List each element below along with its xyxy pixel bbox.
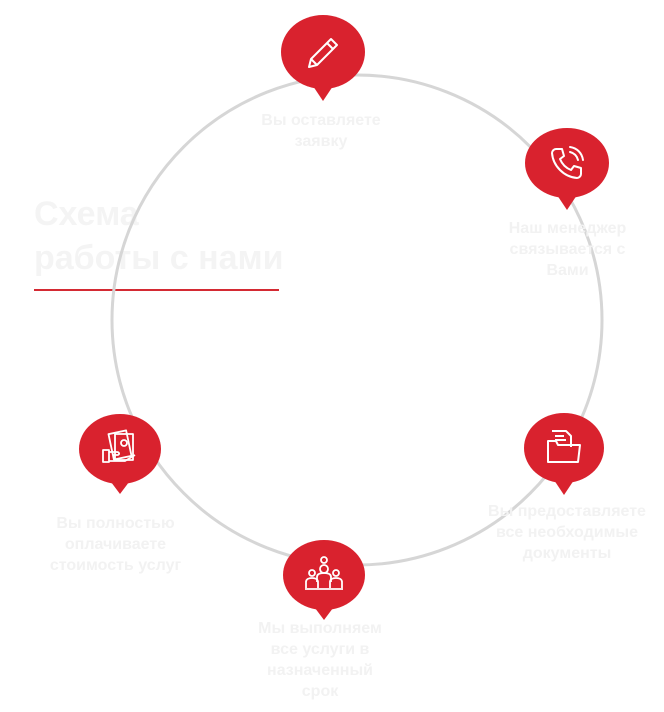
documents-folder-icon <box>547 430 581 463</box>
phone-icon <box>551 146 584 179</box>
pencil-icon <box>308 38 338 68</box>
step-1-caption-line-1: Вы оставляете <box>261 112 381 129</box>
step-3-caption-line-1: Вы предоставляете <box>488 503 646 520</box>
step-3-pin <box>524 413 604 495</box>
step-3-marker <box>524 413 608 501</box>
step-3-caption-line-3: документы <box>522 545 612 562</box>
step-1-pin <box>281 15 365 101</box>
step-5-caption-line-1: Вы полностью <box>56 515 175 532</box>
step-5-caption-line-3: стоимость услуг <box>49 557 182 574</box>
step-5-pin <box>79 414 161 494</box>
step-1-caption: Вы оставляете заявку <box>246 110 396 152</box>
step-1-marker <box>281 15 365 103</box>
step-3-caption-line-2: все необходимые <box>496 524 638 541</box>
page-title-line-1: Схема <box>34 195 139 233</box>
step-5-caption-line-2: оплачиваете <box>64 536 167 553</box>
page-title-line-2: работы с нами <box>34 239 284 277</box>
money-hand-icon <box>102 429 136 463</box>
step-4-caption: Мы выполняем все услуги в назначенный ср… <box>245 618 395 702</box>
step-2-caption-line-2: связывается с <box>509 241 626 258</box>
step-4-caption-line-2: все услуги в <box>270 641 370 658</box>
page-title: Схема работы с нами <box>34 192 294 280</box>
step-2-caption-line-1: Наш менеджер <box>508 220 627 237</box>
step-2-pin <box>525 128 609 210</box>
step-4-marker <box>283 540 367 628</box>
step-4-pin <box>283 540 365 620</box>
step-2-caption: Наш менеджер связывается с Вами <box>490 218 645 281</box>
step-5-marker <box>79 414 163 502</box>
step-4-caption-line-1: Мы выполняем <box>258 620 382 637</box>
step-2-caption-line-3: Вами <box>546 262 589 279</box>
step-2-marker <box>525 128 609 216</box>
step-4-caption-line-3: назначенный <box>267 662 373 679</box>
step-3-caption: Вы предоставляете все необходимые докуме… <box>483 501 651 564</box>
title-underline <box>34 289 279 291</box>
step-4-caption-line-4: срок <box>301 683 339 700</box>
step-5-caption: Вы полностью оплачиваете стоимость услуг <box>38 513 193 576</box>
step-1-caption-line-2: заявку <box>294 133 348 150</box>
team-icon <box>305 556 343 590</box>
